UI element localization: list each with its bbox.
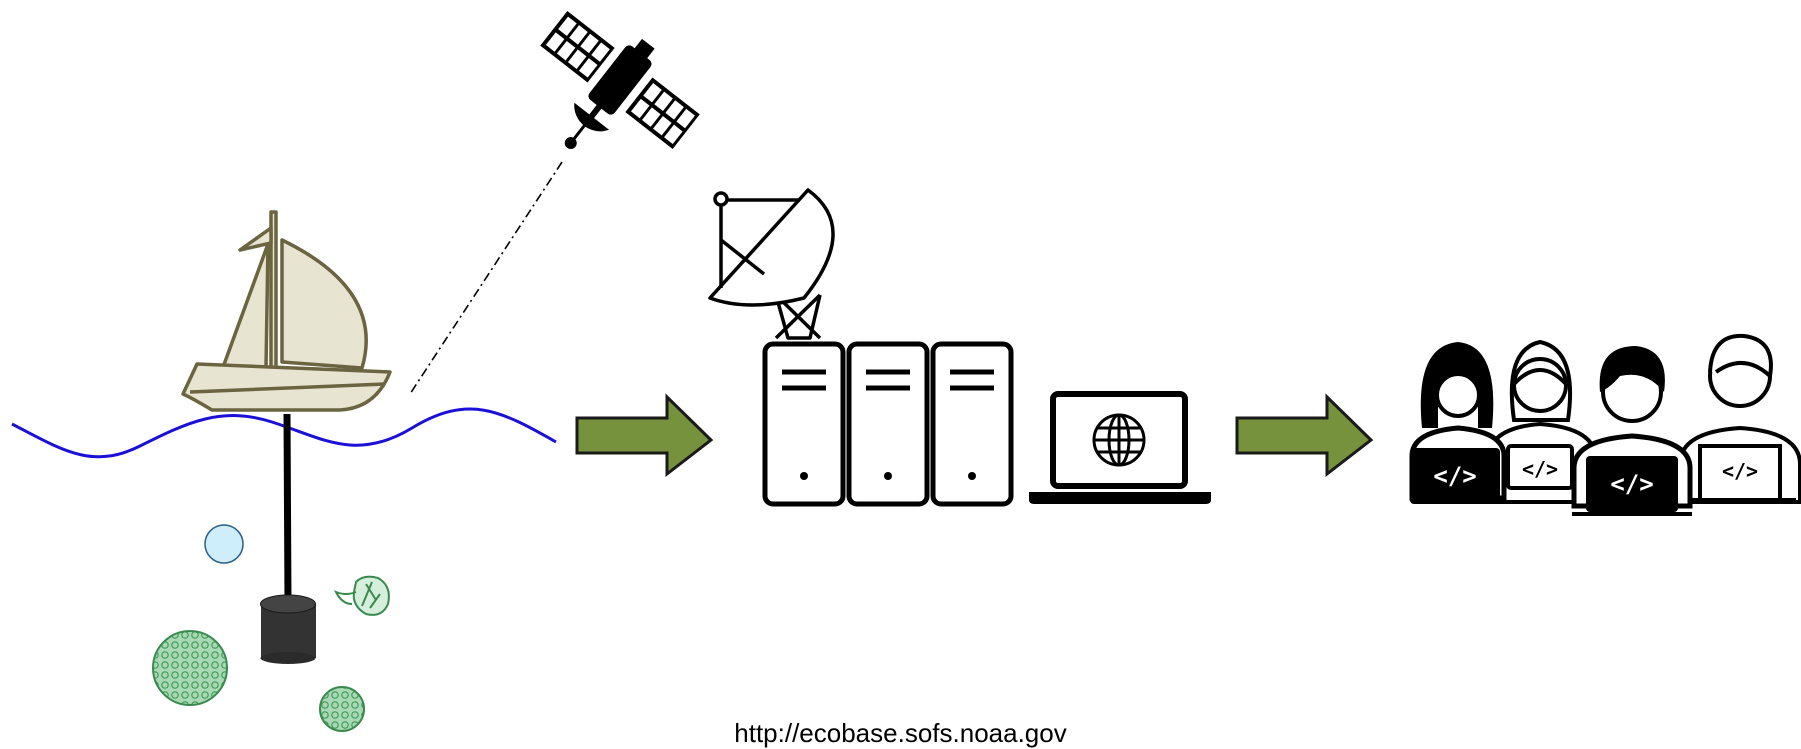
- developer-icon-3: </>: [1572, 346, 1692, 514]
- buoy-icon: [261, 414, 317, 664]
- arrow-right-icon-2: [1237, 397, 1371, 474]
- plankton-icon-large: [153, 631, 227, 705]
- server-icon-1: [765, 344, 843, 504]
- svg-text:</>: </>: [1610, 470, 1653, 498]
- laptop-globe-icon: [1029, 394, 1211, 504]
- plankton-icon-diatom: [336, 577, 389, 615]
- arrow-right-icon-1: [577, 397, 711, 474]
- bubble-icon: [205, 525, 243, 563]
- svg-text:</>: </>: [1522, 457, 1558, 481]
- svg-text:</>: </>: [1722, 459, 1758, 483]
- satellite-icon: [501, 0, 715, 199]
- globe-icon: [1094, 415, 1144, 465]
- developer-icon-1: </>: [1410, 342, 1504, 504]
- server-icon-2: [849, 344, 927, 504]
- satellite-dish-icon: [710, 190, 833, 338]
- data-flow-diagram: </> </> </> </>: [0, 0, 1801, 734]
- transmission-line: [410, 162, 562, 394]
- sailboat-icon: [183, 212, 390, 410]
- server-icon-3: [933, 344, 1011, 504]
- developer-icon-4: </>: [1680, 336, 1800, 502]
- svg-text:</>: </>: [1433, 462, 1476, 490]
